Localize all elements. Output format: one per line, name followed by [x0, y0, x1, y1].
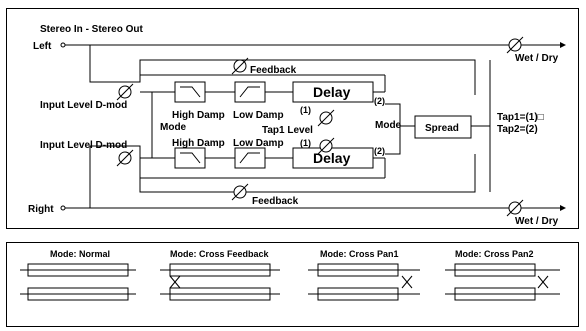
- tap1-legend: Tap1=(1)□: [497, 112, 544, 123]
- mode-cross-pan1-label: Mode: Cross Pan1: [320, 249, 399, 259]
- mode-thumbnails-panel: [6, 242, 579, 327]
- wet-dry-bottom-label: Wet / Dry: [515, 216, 559, 227]
- spread-box: [414, 115, 472, 139]
- upper-high-damp-label: High Damp: [172, 110, 225, 121]
- left-input-jack: [60, 42, 66, 48]
- mode-cross-pan1-thumbnail: Mode: Cross Pan1: [308, 249, 420, 301]
- upper-low-damp-filter: [234, 81, 266, 103]
- upper-tap1-marker: (1): [300, 105, 311, 115]
- wet-dry-top-label: Wet / Dry: [515, 53, 559, 64]
- mode-label-left: Mode: [160, 122, 187, 133]
- right-input-label: Right: [28, 204, 54, 215]
- upper-high-damp-filter: [174, 81, 206, 103]
- mode-cross-pan2-label: Mode: Cross Pan2: [455, 249, 534, 259]
- lower-tap1-marker: (1): [300, 138, 311, 148]
- lower-high-damp-filter: [174, 147, 206, 169]
- upper-tap2-marker: (2): [374, 96, 385, 106]
- mode-label-right: Mode: [375, 120, 402, 131]
- upper-input-level-label: Input Level D-mod: [40, 100, 127, 111]
- right-input-jack: [60, 205, 66, 211]
- left-input-label: Left: [33, 41, 52, 52]
- mode-normal-thumbnail: Mode: Normal: [20, 249, 136, 301]
- upper-delay-label: Delay: [313, 84, 351, 100]
- upper-signal-route: [89, 45, 476, 95]
- lower-delay-label: Delay: [313, 150, 351, 166]
- mode-normal-label: Mode: Normal: [50, 249, 110, 259]
- lower-low-damp-label: Low Damp: [233, 138, 284, 149]
- mode-cross-feedback-label: Mode: Cross Feedback: [170, 249, 270, 259]
- lower-high-damp-label: High Damp: [172, 138, 225, 149]
- mode-cross-right: [385, 103, 401, 155]
- lower-input-level-label: Input Level D-mod: [40, 140, 127, 151]
- mode-cross-left: [140, 91, 153, 158]
- diagram-title: Stereo In - Stereo Out: [40, 24, 143, 35]
- tap2-legend: Tap2=(2): [497, 124, 538, 135]
- upper-feedback-label: Feedback: [250, 65, 297, 76]
- lower-signal-route: [89, 145, 476, 208]
- mode-cross-pan2-thumbnail: Mode: Cross Pan2: [445, 249, 560, 301]
- upper-low-damp-label: Low Damp: [233, 110, 284, 121]
- tap1-level-label: Tap1 Level: [262, 125, 313, 136]
- spread-label: Spread: [425, 123, 459, 134]
- lower-tap2-marker: (2): [374, 146, 385, 156]
- lower-feedback-label: Feedback: [252, 196, 299, 207]
- mode-cross-feedback-thumbnail: Mode: Cross Feedback: [160, 249, 280, 301]
- lower-low-damp-filter: [234, 147, 266, 169]
